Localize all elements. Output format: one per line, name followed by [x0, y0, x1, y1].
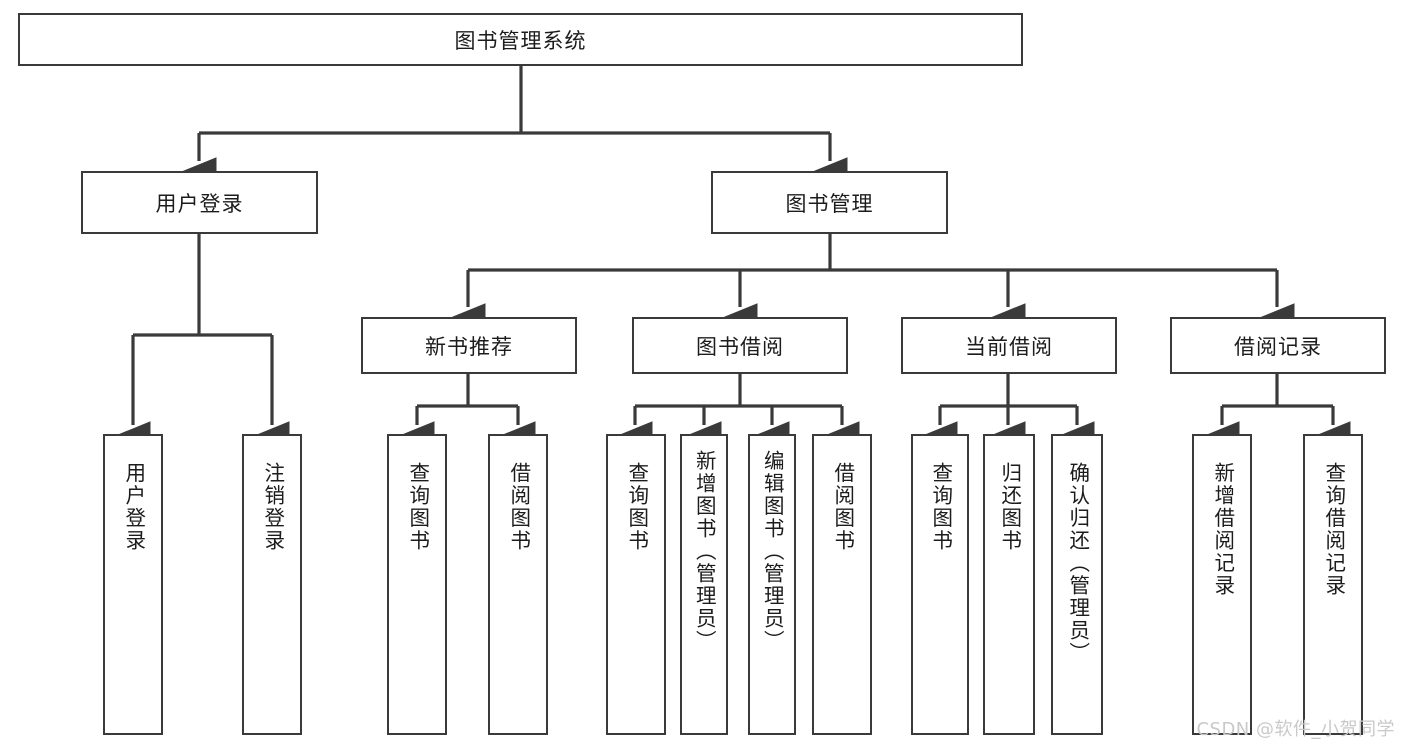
node-leaf-add-record-label: 新增借阅记录	[1210, 462, 1235, 597]
node-leaf-add-book-label: 新增图书（管理员）	[692, 450, 717, 653]
node-leaf-confirm-return-label: 确认归还（管理员）	[1065, 462, 1090, 665]
node-leaf-borrow-book-1-label: 借阅图书	[506, 462, 531, 552]
node-leaf-logout-label: 注销登录	[260, 462, 285, 552]
node-leaf-query-record-label: 查询借阅记录	[1321, 462, 1346, 597]
node-current-borrow-label: 当前借阅	[965, 334, 1053, 359]
node-leaf-logout[interactable]: 注销登录	[242, 434, 302, 735]
node-leaf-user-login-label: 用户登录	[121, 462, 146, 552]
node-leaf-user-login[interactable]: 用户登录	[103, 434, 163, 735]
node-leaf-query-book-2[interactable]: 查询图书	[606, 434, 666, 735]
node-current-borrow[interactable]: 当前借阅	[901, 317, 1117, 374]
node-leaf-borrow-book-1[interactable]: 借阅图书	[488, 434, 548, 735]
node-leaf-query-record[interactable]: 查询借阅记录	[1303, 434, 1363, 735]
node-book-borrow-label: 图书借阅	[696, 334, 784, 359]
node-leaf-borrow-book-2[interactable]: 借阅图书	[812, 434, 872, 735]
node-leaf-add-record[interactable]: 新增借阅记录	[1192, 434, 1252, 735]
node-borrow-record[interactable]: 借阅记录	[1170, 317, 1386, 374]
node-leaf-edit-book[interactable]: 编辑图书（管理员）	[748, 434, 796, 735]
node-user-login-label: 用户登录	[155, 191, 244, 216]
node-user-login[interactable]: 用户登录	[81, 171, 318, 234]
node-book-manage-label: 图书管理	[785, 191, 874, 216]
node-leaf-query-book-1[interactable]: 查询图书	[387, 434, 447, 735]
node-leaf-query-book-2-label: 查询图书	[624, 462, 649, 552]
csdn-watermark: CSDN @软件_小贺同学	[1196, 719, 1395, 740]
node-leaf-return-book[interactable]: 归还图书	[983, 434, 1035, 735]
node-leaf-borrow-book-2-label: 借阅图书	[830, 462, 855, 552]
node-leaf-confirm-return[interactable]: 确认归还（管理员）	[1051, 434, 1103, 735]
node-book-manage[interactable]: 图书管理	[711, 171, 948, 234]
node-leaf-return-book-label: 归还图书	[997, 462, 1022, 552]
node-leaf-query-book-3-label: 查询图书	[928, 462, 953, 552]
node-leaf-edit-book-label: 编辑图书（管理员）	[760, 450, 785, 653]
node-borrow-record-label: 借阅记录	[1234, 334, 1322, 359]
node-book-borrow[interactable]: 图书借阅	[632, 317, 848, 374]
node-leaf-query-book-3[interactable]: 查询图书	[911, 434, 969, 735]
node-new-book-rec[interactable]: 新书推荐	[361, 317, 577, 374]
node-leaf-query-book-1-label: 查询图书	[405, 462, 430, 552]
node-root[interactable]: 图书管理系统	[18, 13, 1023, 66]
node-root-label: 图书管理系统	[454, 28, 587, 53]
node-leaf-add-book[interactable]: 新增图书（管理员）	[680, 434, 728, 735]
node-new-book-rec-label: 新书推荐	[425, 334, 513, 359]
